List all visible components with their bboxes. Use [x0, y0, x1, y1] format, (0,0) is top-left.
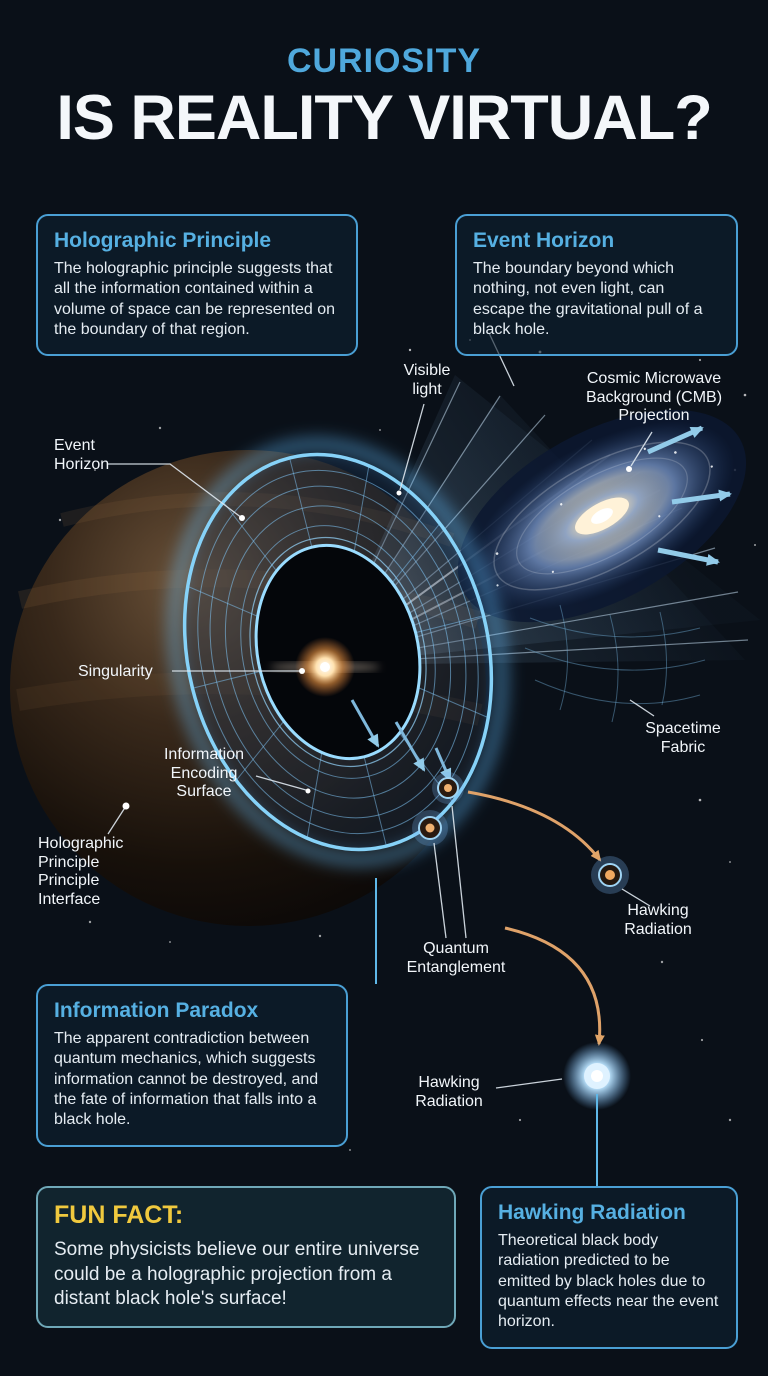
label-holographic-interface: Holographic Principle Principle Interfac…	[38, 835, 124, 909]
projection-arrows	[646, 425, 732, 566]
label-information-encoding-surface: Information Encoding Surface	[163, 746, 245, 801]
holographic-principle-box: Holographic Principle The holographic pr…	[36, 214, 358, 357]
label-singularity: Singularity	[78, 663, 153, 680]
fun-fact-box: FUN FACT: Some physicists believe our en…	[36, 1186, 456, 1329]
radiation-arrows	[467, 790, 605, 1046]
callout-lines	[107, 332, 655, 1089]
hawking-radiation-box: Hawking Radiation Theoretical black body…	[480, 1186, 738, 1349]
label-hawking-radiation-bottom: Hawking Radiation	[415, 1074, 483, 1110]
hawking-glow-bottom	[563, 1042, 631, 1110]
fun-fact-body: Some physicists believe our entire unive…	[54, 1239, 420, 1310]
label-visible-light: Visible light	[403, 362, 451, 398]
singularity-glow	[270, 637, 380, 697]
label-cmb-projection: Cosmic Microwave Background (CMB) Projec…	[585, 370, 723, 425]
label-spacetime-fabric: Spacetime Fabric	[645, 720, 721, 756]
holographic-principle-body: The holographic principle suggests that …	[54, 260, 336, 338]
box-connector-lines	[375, 878, 598, 1186]
event-horizon-heading: Event Horizon	[473, 229, 615, 252]
fun-fact-heading: FUN FACT:	[54, 1201, 184, 1229]
event-horizon-box: Event Horizon The boundary beyond which …	[455, 214, 738, 357]
page-title: IS REALITY VIRTUAL?	[56, 83, 712, 153]
label-quantum-entanglement: Quantum Entanglement	[406, 940, 506, 976]
callout-dots	[122, 466, 632, 810]
cmb-galaxy	[457, 409, 747, 623]
spacetime-fabric-mesh	[524, 604, 706, 723]
event-horizon-body: The boundary beyond which nothing, not e…	[473, 260, 703, 338]
information-paradox-heading: Information Paradox	[54, 999, 259, 1022]
holographic-principle-heading: Holographic Principle	[54, 229, 272, 252]
label-hawking-radiation-right: Hawking Radiation	[624, 902, 692, 938]
hawking-radiation-body: Theoretical black body radiation predict…	[498, 1232, 719, 1331]
infall-arrows	[350, 699, 452, 782]
label-event-horizon: Event Horizon	[54, 437, 110, 473]
hawking-radiation-heading: Hawking Radiation	[498, 1201, 686, 1224]
hawking-particle-right	[591, 856, 629, 894]
disk-glow	[167, 437, 509, 867]
information-paradox-box: Information Paradox The apparent contrad…	[36, 984, 348, 1147]
kicker-curiosity: CURIOSITY	[286, 42, 482, 80]
information-paradox-body: The apparent contradiction between quant…	[54, 1030, 319, 1129]
quantum-entanglement-particles	[412, 772, 464, 846]
